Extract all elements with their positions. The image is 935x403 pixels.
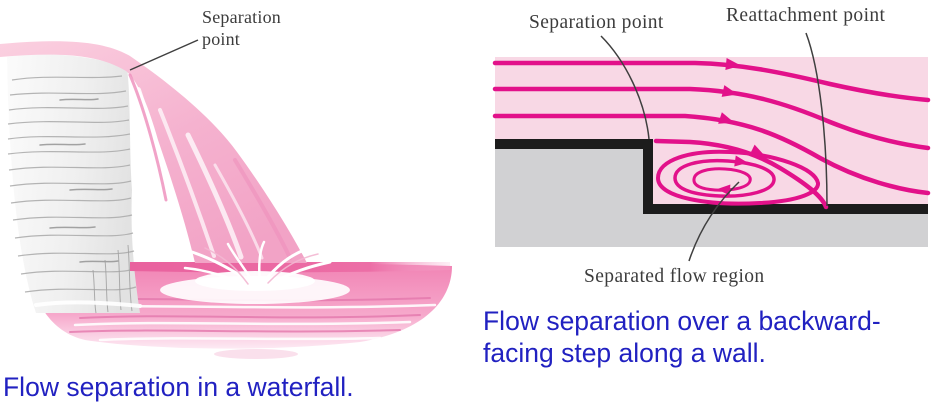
leader-lines bbox=[600, 32, 828, 262]
stream-shading bbox=[128, 73, 292, 260]
vortex-inner-loop bbox=[692, 167, 752, 192]
pool-fade-wisp bbox=[214, 349, 298, 359]
flow-arrowhead bbox=[721, 85, 738, 97]
rock-crack-lines bbox=[39, 98, 119, 263]
flow-arrowhead bbox=[734, 155, 748, 167]
dividing-streamline bbox=[653, 138, 829, 210]
upper-step-wall bbox=[495, 144, 648, 247]
cliff-base-foam bbox=[34, 300, 142, 308]
separated-region-leader-line bbox=[688, 181, 740, 262]
rock-strata-lines bbox=[7, 75, 137, 293]
separation-leader-line bbox=[600, 35, 650, 140]
flow-arrowhead bbox=[725, 58, 741, 70]
pool-surface-band bbox=[130, 262, 450, 273]
lower-wall bbox=[648, 210, 928, 247]
vortex-outer-loop bbox=[655, 149, 820, 206]
flow-arrowhead bbox=[749, 144, 766, 157]
vortex-middle-loop bbox=[673, 158, 776, 198]
flow-arrowheads bbox=[717, 58, 766, 196]
reattachment-leader-line bbox=[805, 32, 828, 207]
backward-step-diagram bbox=[492, 32, 931, 262]
step-top-edge bbox=[495, 139, 653, 149]
separation-leader-line-left bbox=[129, 39, 199, 71]
waterfall-stream bbox=[0, 41, 307, 263]
waterfall-illustration bbox=[0, 39, 452, 359]
streamline-1 bbox=[492, 60, 931, 103]
floor-edge bbox=[643, 204, 928, 214]
splash bbox=[160, 240, 350, 304]
step-vertical-edge bbox=[643, 139, 653, 214]
flow-arrowhead bbox=[718, 112, 735, 124]
flow-arrowhead bbox=[717, 184, 731, 196]
